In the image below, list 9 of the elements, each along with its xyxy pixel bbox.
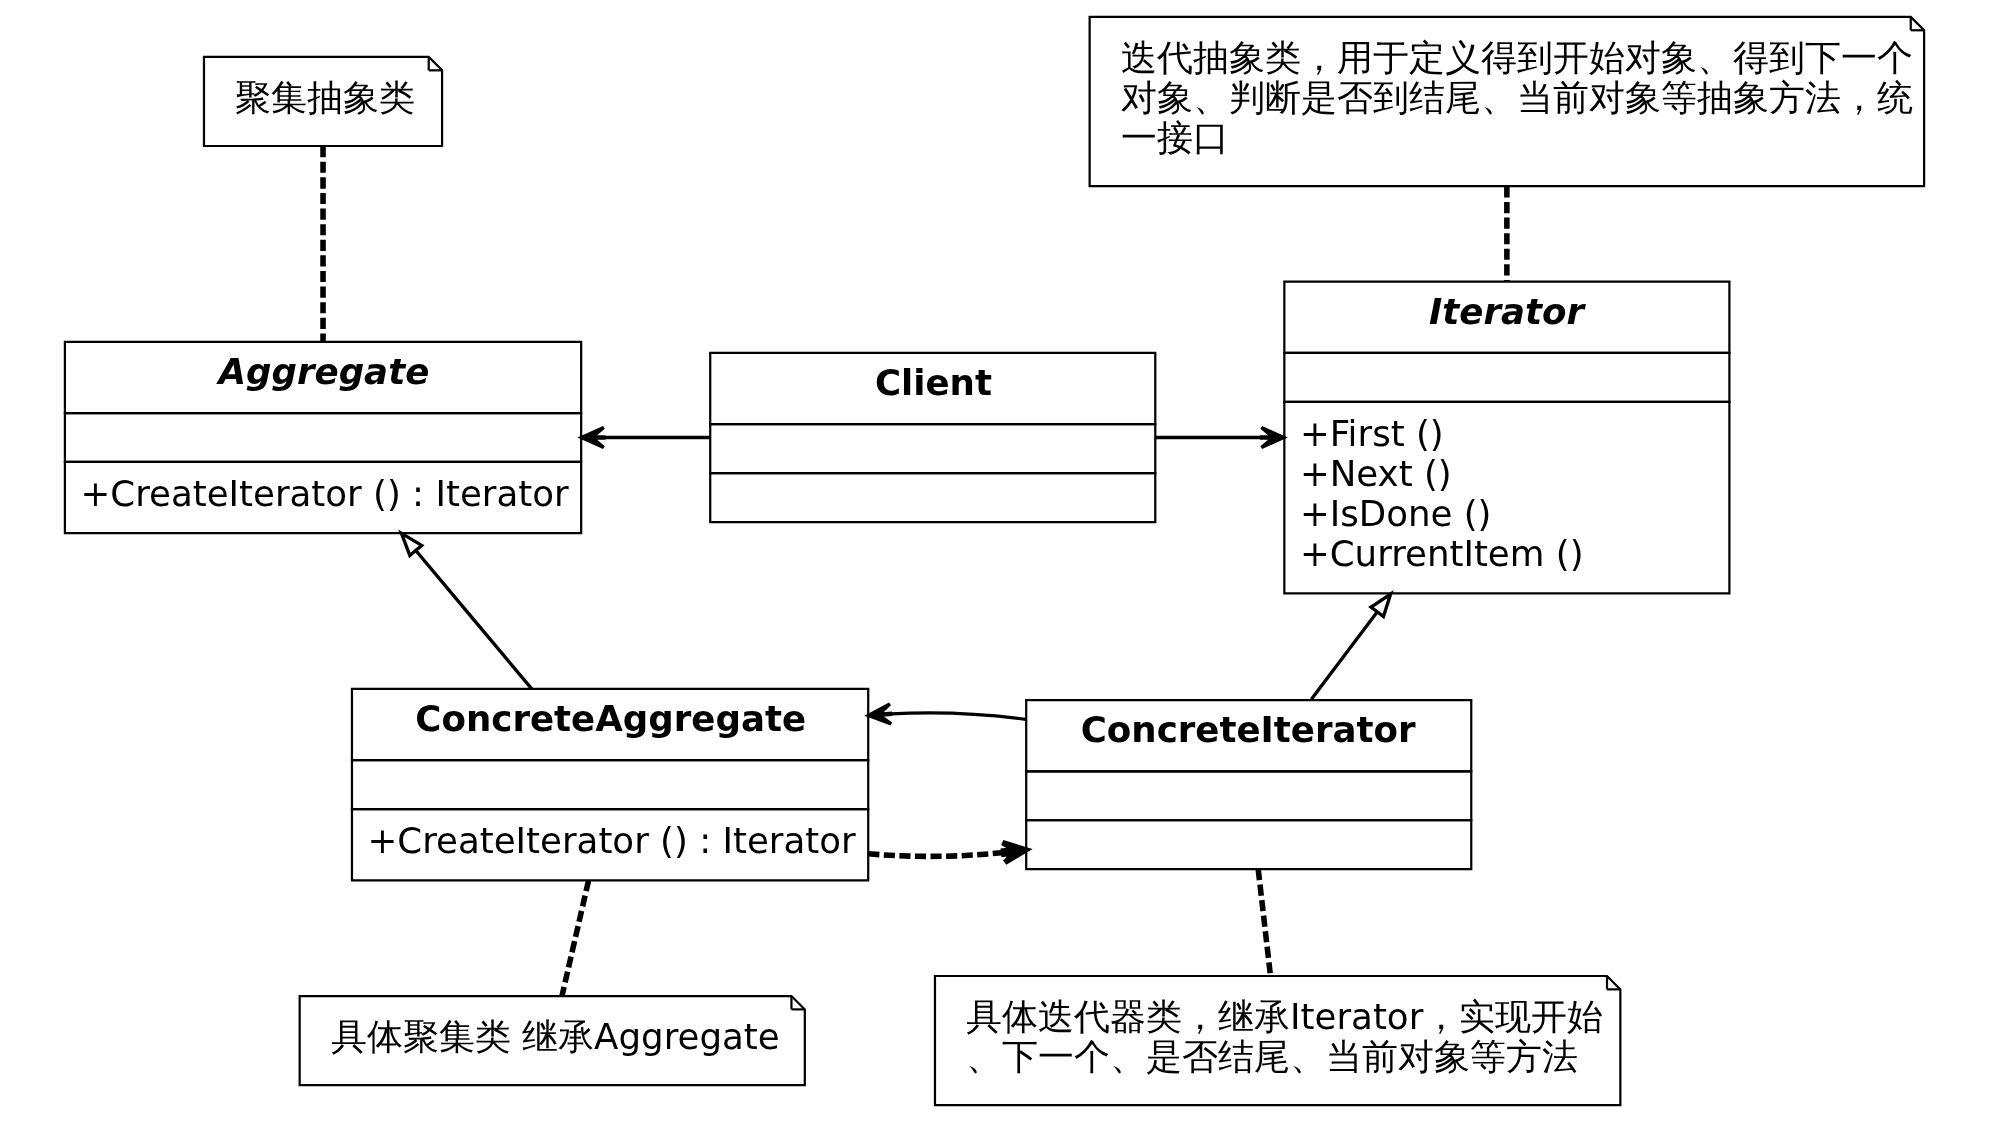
- arrow: [1310, 590, 1394, 701]
- connector: [1504, 186, 1510, 282]
- connector: [320, 146, 326, 342]
- arrow: [579, 425, 710, 450]
- connector: [1255, 868, 1274, 977]
- arrow: [1155, 425, 1286, 450]
- arrow: [398, 529, 534, 690]
- arrow: [866, 702, 1027, 726]
- connector: [559, 879, 592, 997]
